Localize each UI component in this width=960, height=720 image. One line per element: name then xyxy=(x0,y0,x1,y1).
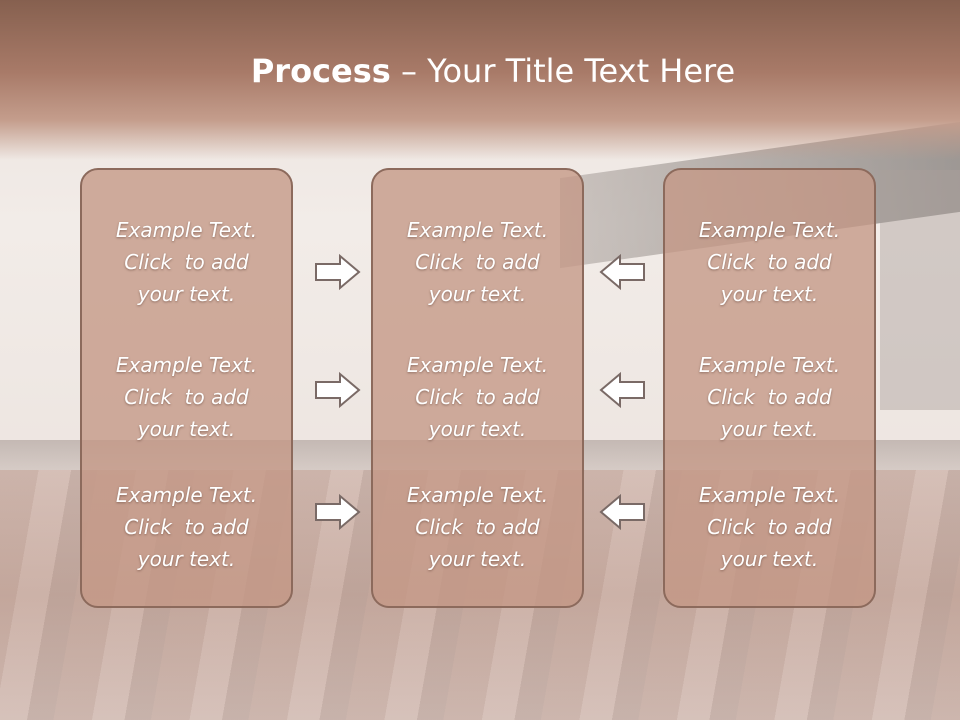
title-text: Your Title Text Here xyxy=(427,52,736,90)
panel-middle-text-2[interactable]: Example Text. Click to add your text. xyxy=(406,353,549,441)
panel-middle-text-1[interactable]: Example Text. Click to add your text. xyxy=(406,218,549,306)
title-bold: Process xyxy=(250,52,391,90)
arrow-left-icon xyxy=(598,492,646,532)
panel-right[interactable]: Example Text. Click to add your text. Ex… xyxy=(663,168,876,608)
panel-right-text-1[interactable]: Example Text. Click to add your text. xyxy=(698,218,841,306)
panel-left-text-1[interactable]: Example Text. Click to add your text. xyxy=(115,218,258,306)
panel-left-text-3[interactable]: Example Text. Click to add your text. xyxy=(115,483,258,571)
slide-title[interactable]: Process – Your Title Text Here xyxy=(0,52,960,90)
background-window xyxy=(880,170,960,410)
arrow-right-icon xyxy=(314,370,362,410)
panel-right-text-2[interactable]: Example Text. Click to add your text. xyxy=(698,353,841,441)
panel-left-text-2[interactable]: Example Text. Click to add your text. xyxy=(115,353,258,441)
arrow-right-icon xyxy=(314,252,362,292)
panel-left[interactable]: Example Text. Click to add your text. Ex… xyxy=(80,168,293,608)
arrow-left-icon xyxy=(598,252,646,292)
title-separator: – xyxy=(390,52,428,90)
arrow-left-icon xyxy=(598,370,646,410)
panel-middle[interactable]: Example Text. Click to add your text. Ex… xyxy=(371,168,584,608)
panel-right-text-3[interactable]: Example Text. Click to add your text. xyxy=(698,483,841,571)
title-band xyxy=(0,0,960,160)
arrow-right-icon xyxy=(314,492,362,532)
panel-middle-text-3[interactable]: Example Text. Click to add your text. xyxy=(406,483,549,571)
